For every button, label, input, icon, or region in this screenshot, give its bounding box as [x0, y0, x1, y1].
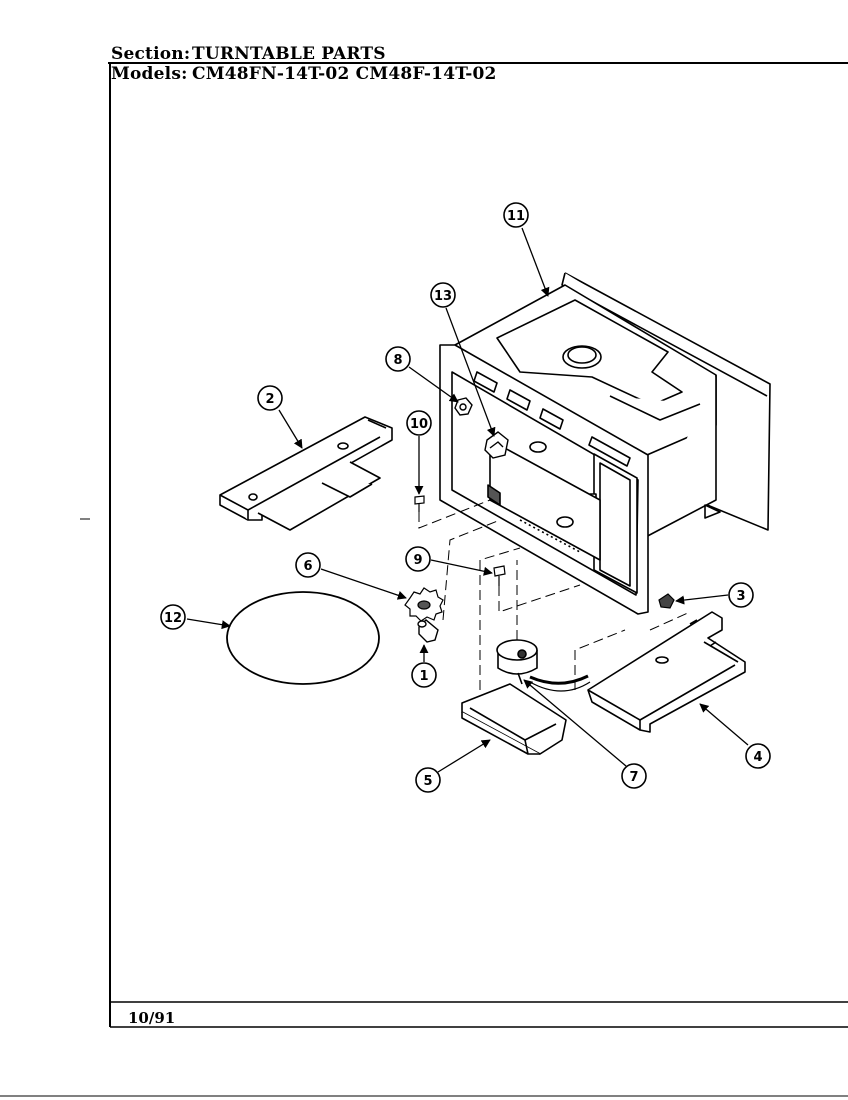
- models-list: CM48FN-14T-02 CM48F-14T-02: [192, 64, 497, 84]
- part-6-coupler: [404, 587, 444, 622]
- assembly-guide-lines: [418, 499, 691, 690]
- part-3-screw: [658, 593, 675, 609]
- part-8-nut: [454, 397, 473, 416]
- svg-text:11: 11: [507, 209, 525, 224]
- part-12-turntable-tray: [226, 591, 380, 685]
- svg-text:3: 3: [736, 589, 745, 604]
- svg-text:5: 5: [423, 774, 432, 789]
- svg-text:13: 13: [434, 289, 452, 304]
- callout-2: 2: [257, 385, 283, 411]
- part-4-motor-bracket: [587, 611, 746, 733]
- part-1-shaft: [417, 619, 439, 643]
- callout-6: 6: [295, 552, 321, 578]
- section-title: TURNTABLE PARTS: [192, 44, 386, 64]
- leader-lines: [186, 227, 749, 773]
- callout-4: 4: [745, 743, 771, 769]
- revision-date: 10/91: [128, 1009, 176, 1027]
- svg-text:2: 2: [265, 392, 274, 407]
- svg-text:4: 4: [753, 750, 762, 765]
- svg-text:7: 7: [629, 770, 638, 785]
- callout-11: 11: [503, 202, 529, 228]
- part-5-motor-cover: [461, 683, 567, 755]
- callout-1: 1: [411, 662, 437, 688]
- part-13-switch: [484, 431, 509, 459]
- svg-text:6: 6: [303, 559, 312, 574]
- svg-text:1: 1: [419, 669, 428, 684]
- callout-8: 8: [385, 346, 411, 372]
- svg-text:8: 8: [393, 353, 402, 368]
- models-label: Models:: [111, 64, 188, 84]
- svg-text:10: 10: [410, 417, 428, 432]
- part-7-motor: [496, 639, 591, 692]
- callout-10: 10: [406, 410, 432, 436]
- callout-9: 9: [405, 546, 431, 572]
- callout-12: 12: [160, 604, 186, 630]
- cavity-housing: [439, 272, 771, 615]
- page-frame: [0, 62, 848, 1097]
- svg-text:9: 9: [413, 553, 422, 568]
- callout-3: 3: [728, 582, 754, 608]
- callout-13: 13: [430, 282, 456, 308]
- svg-text:12: 12: [164, 611, 182, 626]
- part-9-screw: [493, 565, 506, 586]
- part-10-screw: [414, 495, 425, 512]
- callout-5: 5: [415, 767, 441, 793]
- callout-7: 7: [621, 763, 647, 789]
- part-2-bracket: [219, 416, 393, 531]
- section-label: Section:: [111, 44, 191, 64]
